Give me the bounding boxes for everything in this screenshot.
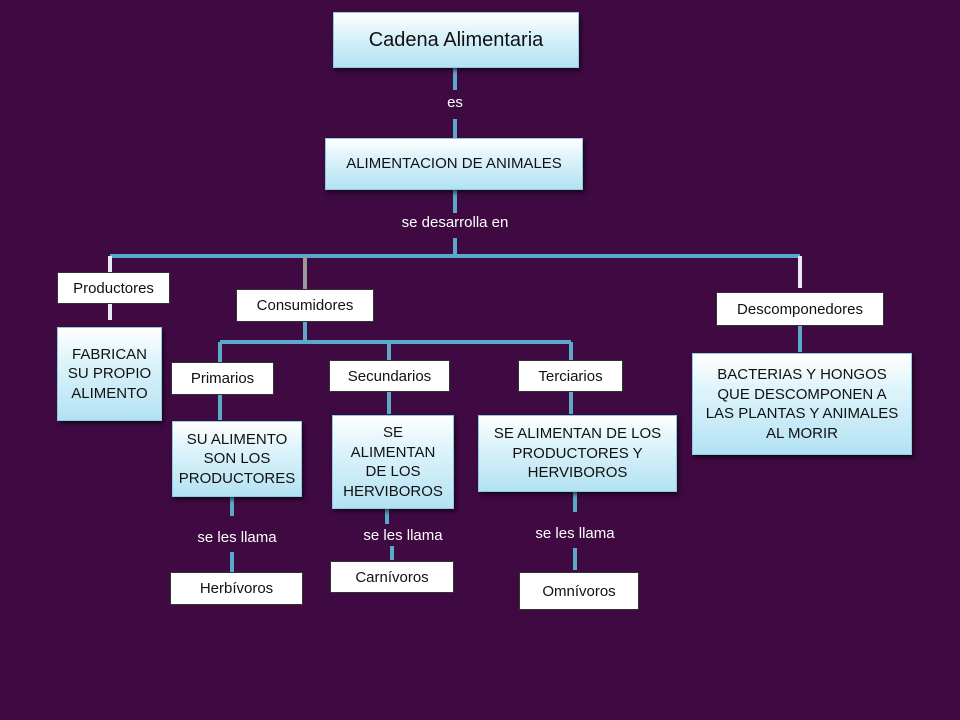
descomponedores-node: Descomponedores (716, 292, 884, 326)
productores-desc-node: FABRICAN SU PROPIO ALIMENTO (57, 327, 162, 421)
link-label-desarrolla: se desarrolla en (401, 214, 509, 231)
link-label-terciarios: se les llama (535, 525, 615, 542)
root-node: Cadena Alimentaria (333, 12, 579, 68)
alimentacion-node: ALIMENTACION DE ANIMALES (325, 138, 583, 190)
terciarios-desc-node: SE ALIMENTAN DE LOS PRODUCTORES Y HERVIB… (478, 415, 677, 492)
omnivoros-node: Omnívoros (519, 572, 639, 610)
productores-node: Productores (57, 272, 170, 304)
terciarios-node: Terciarios (518, 360, 623, 392)
secundarios-node: Secundarios (329, 360, 450, 392)
link-label-es: es (447, 94, 463, 111)
secundarios-desc-node: SE ALIMENTAN DE LOS HERVIBOROS (332, 415, 454, 509)
consumidores-node: Consumidores (236, 289, 374, 322)
link-label-secundarios: se les llama (363, 527, 443, 544)
primarios-node: Primarios (171, 362, 274, 395)
primarios-desc-node: SU ALIMENTO SON LOS PRODUCTORES (172, 421, 302, 497)
herbivoros-node: Herbívoros (170, 572, 303, 605)
carnivoros-node: Carnívoros (330, 561, 454, 593)
descomponedores-desc-node: BACTERIAS Y HONGOS QUE DESCOMPONEN A LAS… (692, 353, 912, 455)
link-label-primarios: se les llama (197, 529, 277, 546)
